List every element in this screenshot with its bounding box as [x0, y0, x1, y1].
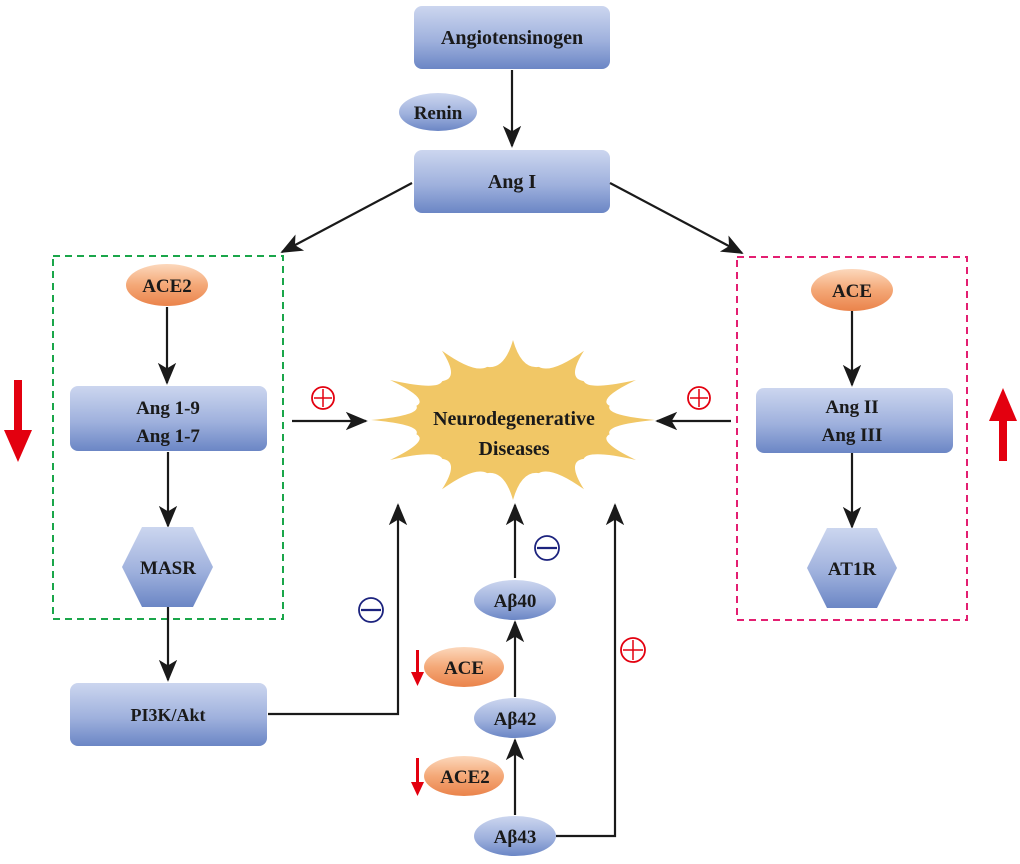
plus-sign-ace-pathway	[687, 386, 711, 410]
ab40-label: Aβ40	[494, 591, 537, 612]
at1r-label: AT1R	[828, 559, 876, 580]
renin-node: Renin	[399, 93, 477, 131]
renin-label: Renin	[414, 103, 463, 124]
ace2-bottom-label: ACE2	[440, 767, 490, 788]
disease-label-line1: Neurodegenerative	[433, 408, 595, 430]
neurodegenerative-diseases-star	[371, 340, 655, 500]
ace-top-node: ACE	[811, 269, 893, 311]
at1r-node: AT1R	[807, 528, 897, 608]
ace2-top-node: ACE2	[126, 264, 208, 306]
plus-sign-ace2-pathway	[311, 386, 335, 410]
arrow-ab43-to-disease	[556, 503, 625, 838]
ang19-ang17-node: Ang 1-9 Ang 1-7	[70, 386, 267, 451]
ang3-label: Ang III	[822, 425, 883, 446]
arrow-pi3k-to-disease	[268, 503, 408, 716]
ab43-node: Aβ43	[474, 816, 556, 856]
masr-node: MASR	[122, 527, 213, 607]
ab40-node: Aβ40	[474, 580, 556, 620]
minus-sign-ab40	[534, 535, 560, 561]
plus-sign-ab43	[620, 637, 646, 663]
ang19-label: Ang 1-9	[136, 398, 200, 419]
pi3k-akt-label: PI3K/Akt	[130, 705, 205, 725]
ang2-ang3-node: Ang II Ang III	[756, 388, 953, 453]
ab42-label: Aβ42	[494, 709, 537, 730]
minus-sign-pi3k	[358, 597, 384, 623]
ace2-bottom-down-arrow	[411, 758, 424, 796]
ace-top-label: ACE	[832, 281, 872, 302]
ang2-label: Ang II	[825, 397, 878, 418]
disease-label-line2: Diseases	[478, 438, 549, 460]
ab43-label: Aβ43	[494, 827, 537, 848]
ace-pathway-box	[736, 256, 968, 621]
downregulation-arrow-left	[4, 380, 32, 462]
ace2-top-label: ACE2	[142, 276, 192, 297]
ace-bottom-down-arrow	[411, 650, 424, 686]
ace-bottom-node: ACE	[424, 647, 504, 687]
ab42-node: Aβ42	[474, 698, 556, 738]
ang17-label: Ang 1-7	[136, 426, 200, 447]
upregulation-arrow-right	[989, 388, 1017, 461]
ace-bottom-label: ACE	[444, 658, 484, 679]
angiotensinogen-label: Angiotensinogen	[441, 27, 583, 49]
arrow-angI-to-ace-pathway	[609, 182, 744, 254]
masr-label: MASR	[140, 558, 196, 579]
pi3k-akt-node: PI3K/Akt	[70, 683, 267, 746]
ace2-bottom-node: ACE2	[424, 756, 504, 796]
angiotensinogen-node: Angiotensinogen	[414, 6, 610, 69]
arrow-angI-to-ace2-pathway	[280, 182, 413, 253]
ang1-label: Ang I	[488, 171, 537, 193]
ang1-node: Ang I	[414, 150, 610, 213]
